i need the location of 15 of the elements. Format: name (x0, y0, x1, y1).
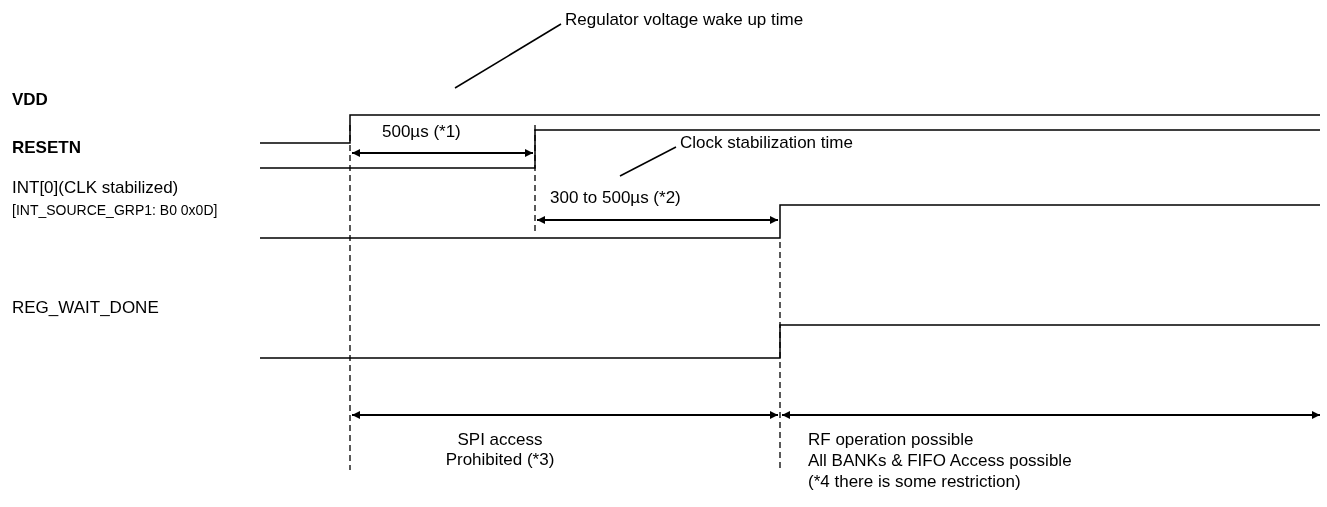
dimension-label: 300 to 500µs (*2) (550, 188, 681, 208)
leader-line (454, 23, 562, 89)
signal-name: REG_WAIT_DONE (12, 298, 159, 318)
callout-text: Clock stabilization time (680, 133, 853, 153)
register-note: [INT_SOURCE_GRP1: B0 0x0D] (12, 201, 218, 220)
signal-name: INT[0](CLK stabilized) (12, 178, 179, 198)
period-note: SPI access Prohibited (*3) (444, 430, 556, 470)
dimension-label: 500µs (*1) (382, 122, 461, 142)
period-note: All BANKs & FIFO Access possible (808, 451, 1072, 471)
period-note: RF operation possible (808, 430, 974, 450)
period-note: (*4 there is some restriction) (808, 472, 1021, 492)
callout-text: Regulator voltage wake up time (565, 10, 804, 30)
leader-line (619, 146, 677, 177)
signal-name: VDD (12, 90, 48, 110)
signal-name: RESETN (12, 138, 81, 158)
